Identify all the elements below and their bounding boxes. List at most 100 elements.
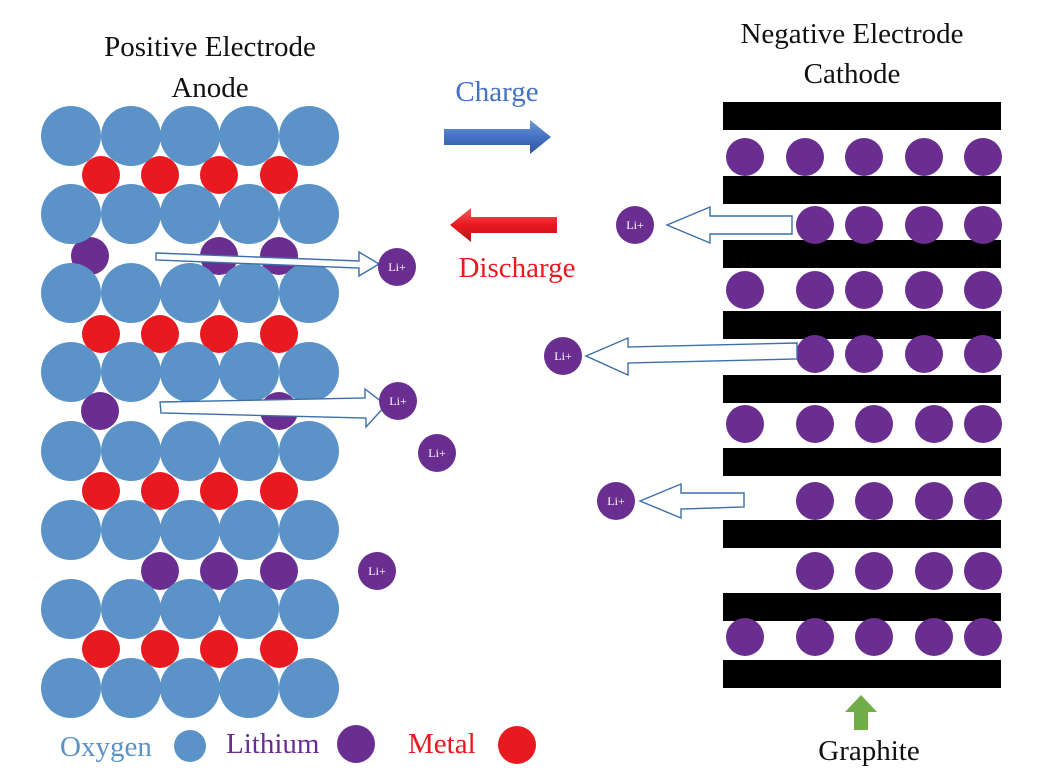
lithium-atom xyxy=(845,206,883,244)
lithium-atom xyxy=(786,138,824,176)
lithium-atom xyxy=(964,271,1002,309)
metal-atom xyxy=(82,472,120,510)
lithium-atom xyxy=(964,552,1002,590)
li-ion: Li+ xyxy=(544,337,582,375)
oxygen-atom xyxy=(279,106,339,166)
lithium-atom xyxy=(81,392,119,430)
metal-atom xyxy=(260,315,298,353)
metal-atom xyxy=(82,630,120,668)
oxygen-atom xyxy=(41,579,101,639)
lithium-atom xyxy=(796,335,834,373)
lithium-atom xyxy=(796,552,834,590)
lithium-atom xyxy=(855,552,893,590)
oxygen-atom xyxy=(101,421,161,481)
ion-flow-arrows xyxy=(155,205,798,520)
lithium-atom xyxy=(141,552,179,590)
graphite-layer xyxy=(723,593,1001,621)
left-title-line2: Anode xyxy=(171,72,248,104)
oxygen-atom xyxy=(101,579,161,639)
lithium-atom xyxy=(796,405,834,443)
lithium-atom xyxy=(726,405,764,443)
graphite-layer xyxy=(723,102,1001,130)
hollow-arrow-icon xyxy=(155,250,381,278)
metal-atom xyxy=(141,630,179,668)
metal-atom xyxy=(141,315,179,353)
oxygen-atom xyxy=(279,421,339,481)
graphite-layer xyxy=(723,660,1001,688)
metal-atom xyxy=(200,630,238,668)
metal-atom xyxy=(200,315,238,353)
oxygen-atom xyxy=(219,579,279,639)
metal-atom xyxy=(260,156,298,194)
lithium-atom xyxy=(845,271,883,309)
oxygen-atom xyxy=(219,500,279,560)
li-ion-circle xyxy=(597,482,635,520)
legend-metal-label: Metal xyxy=(408,728,476,760)
lithium-atom xyxy=(915,618,953,656)
oxygen-atom xyxy=(160,500,220,560)
lithium-atom xyxy=(855,618,893,656)
lithium-atom xyxy=(905,271,943,309)
free-ions: Li+Li+Li+Li+Li+Li+Li+ xyxy=(358,206,654,590)
metal-atom xyxy=(82,156,120,194)
hollow-arrow-icon xyxy=(159,387,388,429)
oxygen-atom xyxy=(160,579,220,639)
oxygen-atom xyxy=(279,579,339,639)
oxygen-atom xyxy=(41,500,101,560)
oxygen-atom xyxy=(101,184,161,244)
lithium-atom xyxy=(964,618,1002,656)
lithium-atom xyxy=(905,206,943,244)
charge-arrow-icon xyxy=(444,120,551,154)
oxygen-atom xyxy=(160,263,220,323)
oxygen-atom xyxy=(279,500,339,560)
oxygen-atom xyxy=(41,421,101,481)
lithium-atom xyxy=(796,482,834,520)
li-ion-circle xyxy=(379,382,417,420)
oxygen-atom xyxy=(219,263,279,323)
lithium-atom xyxy=(964,138,1002,176)
oxygen-atom xyxy=(41,184,101,244)
discharge-label: Discharge xyxy=(458,252,575,284)
oxygen-atom xyxy=(219,342,279,402)
oxygen-atom xyxy=(101,658,161,718)
metal-atom xyxy=(141,472,179,510)
lithium-atom xyxy=(726,271,764,309)
lithium-atom xyxy=(964,405,1002,443)
lithium-atom xyxy=(845,138,883,176)
li-ion-circle xyxy=(358,552,396,590)
lithium-atom xyxy=(915,482,953,520)
lithium-atom xyxy=(260,552,298,590)
lithium-swatch xyxy=(337,725,375,763)
graphite-layer xyxy=(723,240,1001,268)
lithium-atom xyxy=(905,138,943,176)
li-ion: Li+ xyxy=(418,434,456,472)
hollow-arrow-icon xyxy=(665,205,793,245)
lithium-atom xyxy=(796,271,834,309)
oxygen-atom xyxy=(219,106,279,166)
lithium-atom xyxy=(855,482,893,520)
oxygen-atom xyxy=(41,658,101,718)
oxygen-atom xyxy=(160,184,220,244)
lithium-atom xyxy=(726,618,764,656)
li-ion: Li+ xyxy=(358,552,396,590)
oxygen-atom xyxy=(279,658,339,718)
oxygen-atom xyxy=(41,263,101,323)
lithium-atom xyxy=(796,618,834,656)
li-ion-label: Li+ xyxy=(554,349,572,363)
li-ion-label: Li+ xyxy=(368,564,386,578)
oxygen-atom xyxy=(101,342,161,402)
oxygen-atom xyxy=(160,342,220,402)
lithium-atom xyxy=(796,206,834,244)
li-ion-circle xyxy=(378,248,416,286)
graphite-stack xyxy=(723,102,1002,688)
li-ion-circle xyxy=(544,337,582,375)
metal-atom xyxy=(260,472,298,510)
li-ion: Li+ xyxy=(597,482,635,520)
anode-lattice xyxy=(41,106,339,718)
lithium-atom xyxy=(905,335,943,373)
oxygen-atom xyxy=(279,184,339,244)
lithium-atom xyxy=(964,206,1002,244)
right-title-line2: Cathode xyxy=(804,58,901,90)
lithium-atom xyxy=(200,552,238,590)
lithium-atom xyxy=(964,335,1002,373)
